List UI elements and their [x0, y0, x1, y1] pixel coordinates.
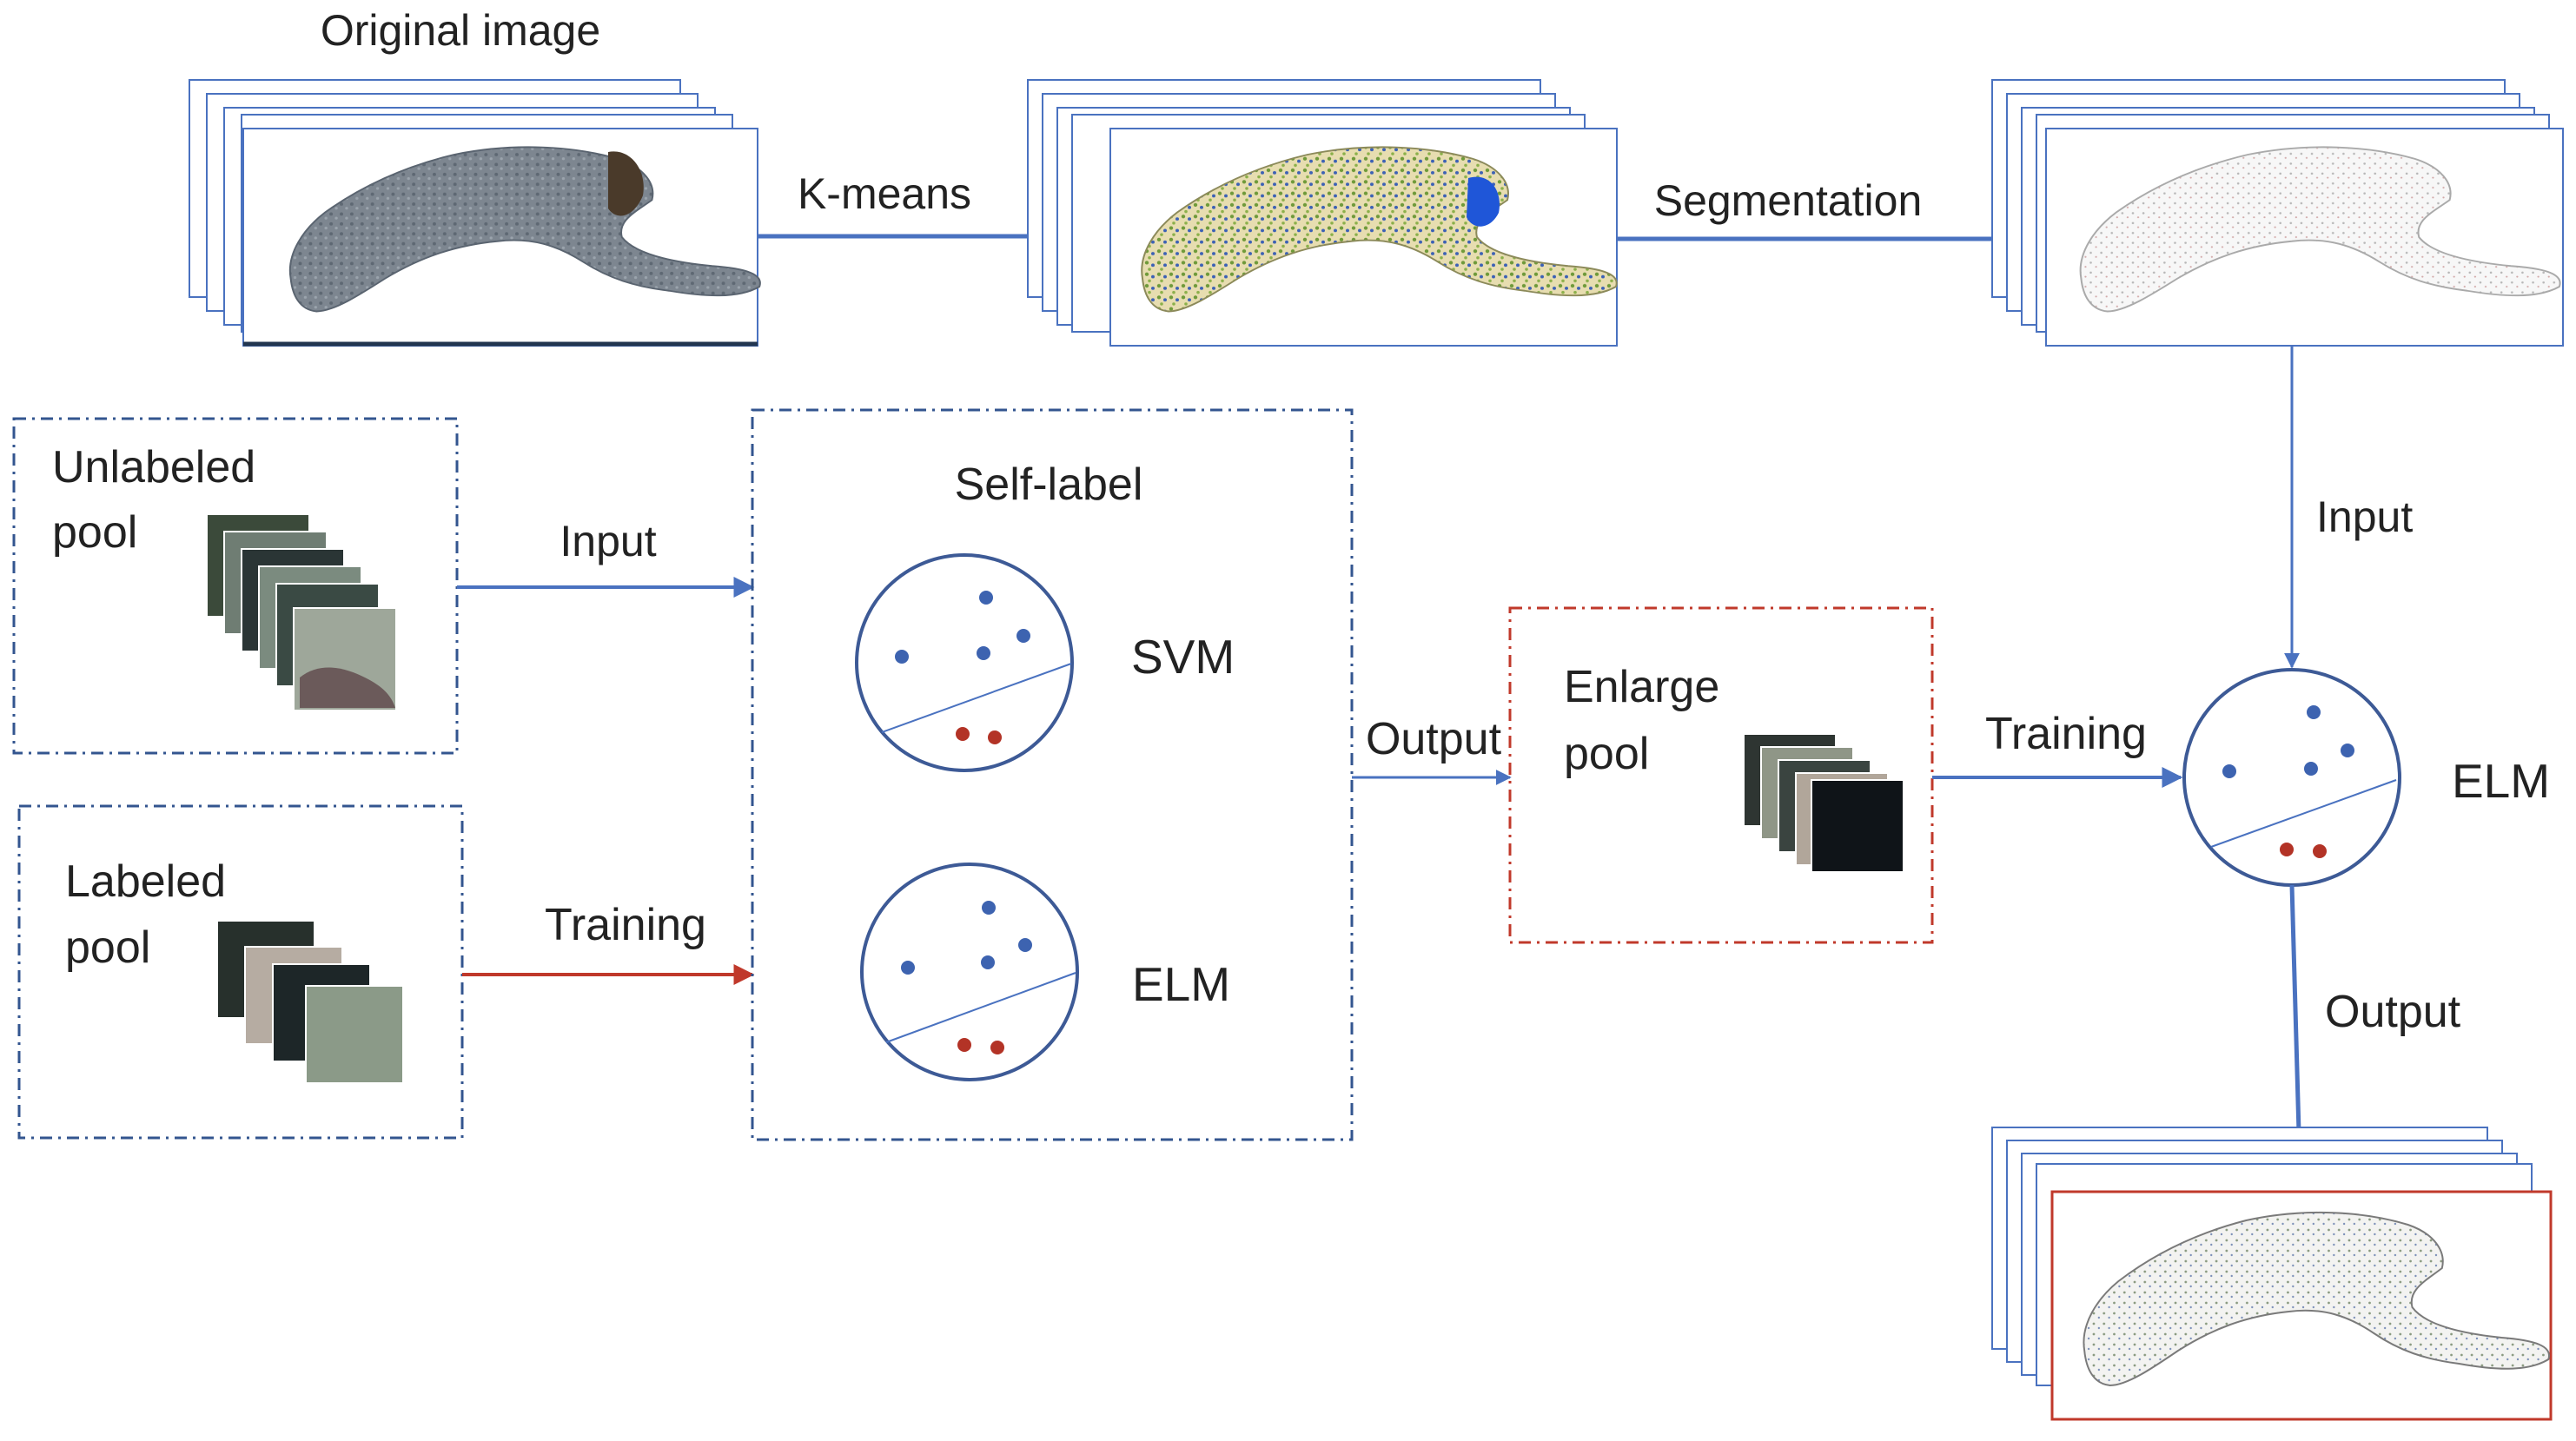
- input-right-label: Input: [2316, 492, 2413, 541]
- svm-classifier-circle: [855, 553, 1074, 772]
- kmeans-label: K-means: [798, 169, 971, 218]
- unlabeled-pool-box: [12, 417, 459, 755]
- labeled-pool-title: Labeled: [65, 856, 226, 907]
- labeled-sample-tiles: [216, 920, 404, 1084]
- final-result-image-stack: [1991, 1127, 2553, 1421]
- original-image-stack: [189, 79, 761, 347]
- enlarge-pool-subtitle: pool: [1564, 729, 1649, 779]
- enlarge-sample-tiles: [1743, 733, 1904, 873]
- output-mid-label: Output: [1366, 714, 1502, 764]
- segmentation-label: Segmentation: [1654, 176, 1923, 225]
- unlabeled-pool-subtitle: pool: [52, 507, 137, 558]
- enlarge-pool-title: Enlarge: [1564, 662, 1719, 712]
- unlabeled-pool-title: Unlabeled: [52, 442, 255, 492]
- elm-right-label: ELM: [2452, 754, 2550, 808]
- self-label-title: Self-label: [955, 459, 1143, 510]
- training-left-label: Training: [545, 900, 706, 950]
- kmeans-image-stack: [1027, 79, 1618, 347]
- input-left-label: Input: [560, 517, 656, 565]
- svm-label: SVM: [1131, 630, 1235, 684]
- labeled-pool-box: [17, 804, 464, 1140]
- training-right-label: Training: [1985, 709, 2147, 759]
- segmentation-image-stack: [1991, 79, 2564, 347]
- original-image-label: Original image: [321, 6, 600, 55]
- elm-right-classifier-circle: [2182, 668, 2401, 887]
- self-label-box: [751, 408, 1354, 1141]
- output-right-label: Output: [2325, 987, 2461, 1037]
- elm-inner-classifier-circle: [860, 863, 1079, 1081]
- labeled-pool-subtitle: pool: [65, 922, 150, 973]
- elm-inner-label: ELM: [1132, 957, 1230, 1011]
- unlabeled-sample-tiles: [206, 513, 397, 711]
